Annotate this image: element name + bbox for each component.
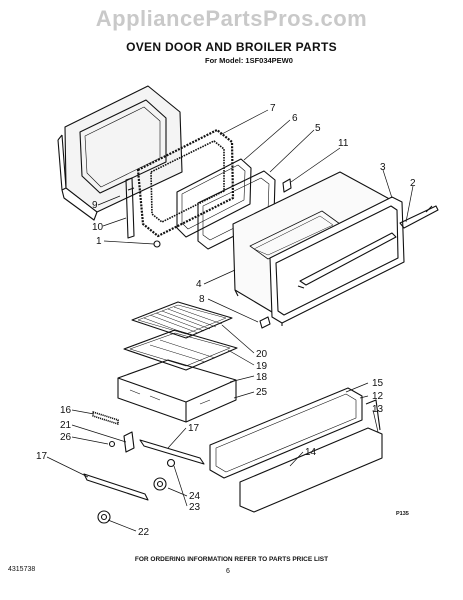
roller-bushing [166, 458, 176, 468]
callout-21: 21 [60, 420, 72, 431]
callout-24: 24 [189, 491, 201, 502]
watermark: AppliancePartsPros.com [95, 6, 368, 31]
callout-15: 15 [372, 378, 384, 389]
broiler-grid [131, 301, 233, 339]
ordering-note: FOR ORDERING INFORMATION REFER TO PARTS … [134, 556, 329, 563]
callout-8: 8 [199, 294, 205, 305]
inner-door-panel [57, 85, 183, 221]
leader-lines [46, 109, 414, 532]
broiler-spring [92, 411, 119, 425]
callout-2: 2 [410, 178, 416, 189]
drawer-front [209, 387, 383, 513]
callout-12: 12 [372, 391, 384, 402]
callout-26: 26 [60, 432, 72, 443]
callout-5: 5 [315, 123, 321, 134]
callout-18: 18 [256, 372, 268, 383]
hinge-bracket [125, 177, 135, 239]
callout-17-upper: 17 [188, 423, 200, 434]
page-number: 6 [226, 568, 230, 575]
callout-17-lower: 17 [36, 451, 48, 462]
callout-22: 22 [138, 527, 150, 538]
door-handle [399, 205, 439, 229]
drawer-screw [108, 440, 116, 448]
drawer-rail [83, 439, 205, 501]
inner-glass [176, 158, 252, 238]
model-subtitle: For Model: 1SF034PEW0 [205, 56, 293, 65]
callout-3: 3 [380, 162, 386, 173]
document-number: 4315738 [8, 566, 36, 573]
figure-code: P135 [396, 511, 409, 517]
callout-1: 1 [96, 236, 102, 247]
callout-4: 4 [196, 279, 202, 290]
callout-11: 11 [338, 138, 349, 149]
callout-7: 7 [270, 103, 276, 114]
callout-numbers: 7 6 5 11 3 2 9 10 1 4 8 20 19 18 25 15 1… [36, 103, 416, 538]
glass-clip [282, 178, 292, 193]
drawer-roller [153, 477, 167, 491]
callout-19: 19 [256, 361, 268, 372]
drawer-slide-clip [123, 431, 135, 453]
broiler-drawer-frame [117, 359, 237, 423]
callout-6: 6 [292, 113, 298, 124]
callout-25: 25 [256, 387, 268, 398]
diagram-title: OVEN DOOR AND BROILER PARTS [126, 40, 337, 54]
callout-9: 9 [92, 200, 98, 211]
callout-14: 14 [305, 447, 317, 458]
callout-23: 23 [189, 502, 201, 513]
callout-10: 10 [92, 222, 104, 233]
callout-20: 20 [256, 349, 268, 360]
callout-13: 13 [372, 404, 384, 415]
callout-16: 16 [60, 405, 72, 416]
door-bracket [259, 316, 271, 329]
drawer-glide [97, 510, 111, 524]
screw [153, 240, 161, 248]
